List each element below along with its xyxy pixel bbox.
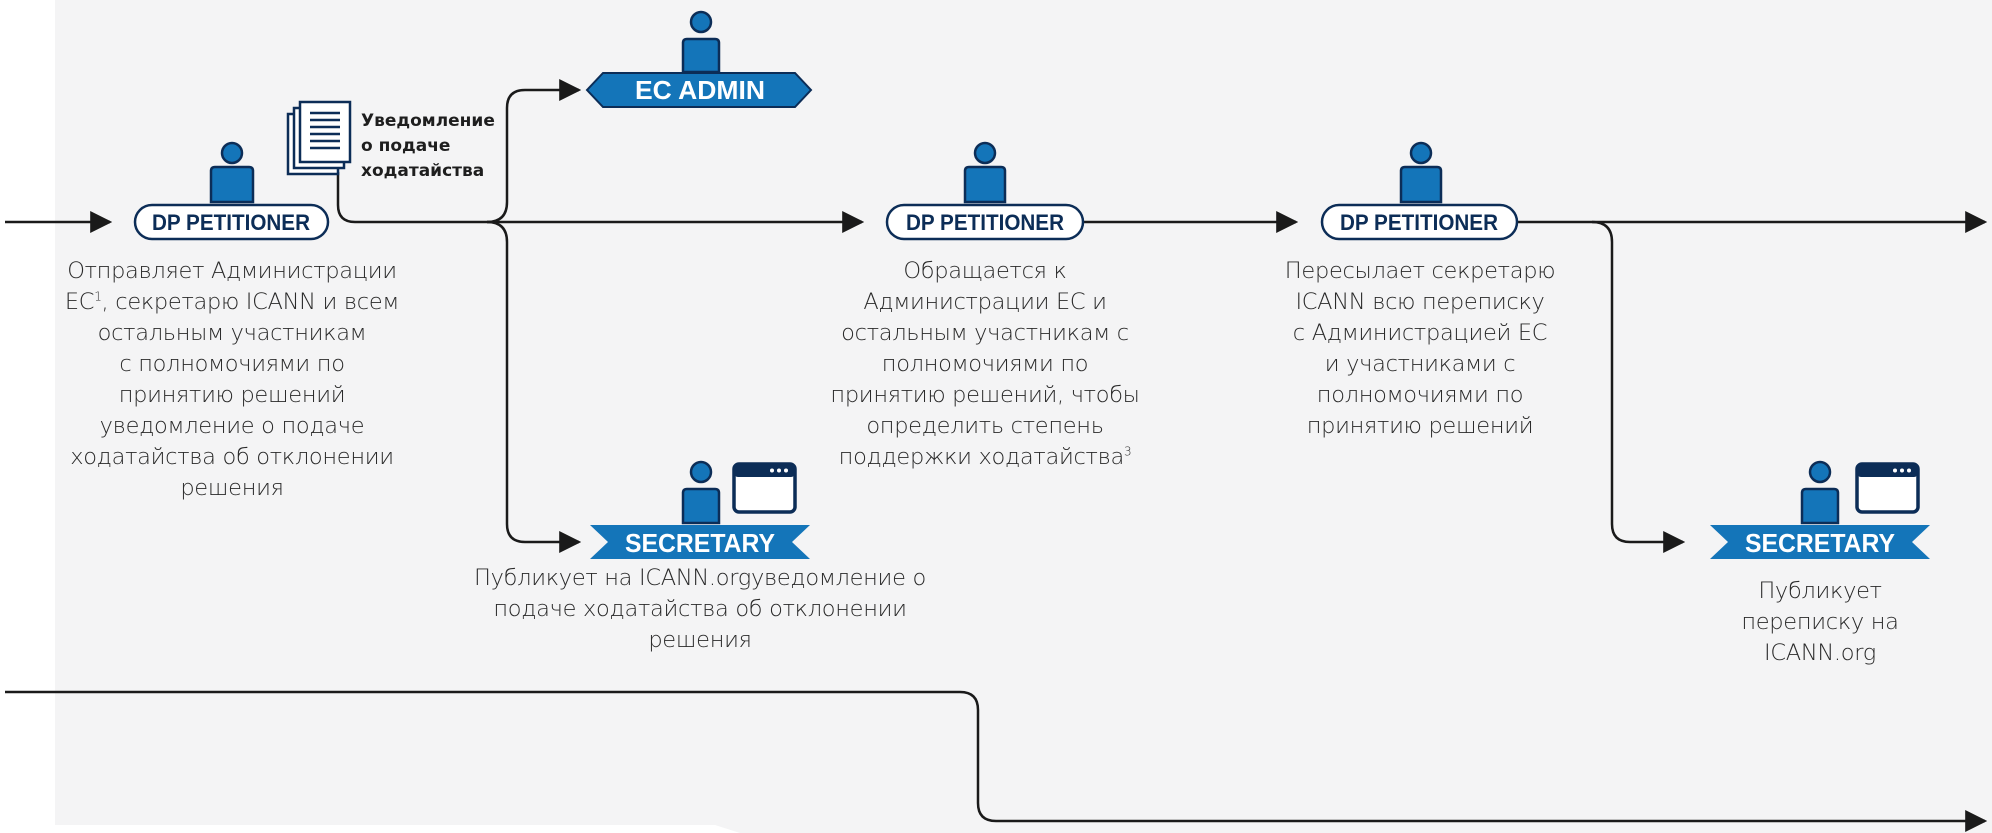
description-line: остальным участникам с bbox=[841, 320, 1129, 346]
ec-admin-node: EC ADMIN bbox=[585, 10, 813, 108]
footnote-marker: 1 bbox=[94, 289, 102, 304]
description-line: подаче ходатайства об отклонении bbox=[493, 596, 907, 622]
arrow-to-petitioner-2 bbox=[336, 172, 865, 233]
petitioner-label: DP PETITIONER bbox=[906, 210, 1064, 235]
description-text: поддержки ходатайства bbox=[838, 444, 1125, 470]
petitioner-badge bbox=[1320, 203, 1519, 241]
secretary-banner bbox=[590, 525, 810, 559]
petitioner-1-description: Отправляет Администрации EC1, секретарю … bbox=[52, 256, 412, 504]
ec-admin-banner bbox=[585, 72, 813, 108]
description-line: принятию решений bbox=[118, 382, 346, 408]
description-line: Администрации EC и bbox=[863, 289, 1107, 315]
description-line: принятию решений bbox=[1306, 413, 1534, 439]
arrow-to-secretary-1 bbox=[486, 220, 582, 553]
person-icon bbox=[681, 460, 721, 525]
bottom-return-line bbox=[5, 690, 1988, 832]
description-line: Пересылает секретарю bbox=[1284, 258, 1556, 284]
person-icon bbox=[1399, 141, 1443, 204]
description-line: полномочиями по bbox=[1316, 382, 1524, 408]
footnote-marker: 3 bbox=[1123, 444, 1132, 459]
secretary-2-description: Публикует переписку на ICANN.org bbox=[1715, 576, 1925, 669]
person-icon bbox=[1800, 460, 1840, 525]
description-line: решения bbox=[180, 475, 284, 501]
description-line: принятию решений, чтобы bbox=[830, 382, 1140, 408]
ec-admin-label: EC ADMIN bbox=[635, 75, 765, 105]
description-line: уведомление о подаче bbox=[99, 413, 365, 439]
description-line: с полномочиями по bbox=[119, 351, 345, 377]
secretary-label: SECRETARY bbox=[625, 528, 775, 558]
arrow-to-secretary-2 bbox=[1591, 220, 1686, 553]
description-line: с Администрацией EC bbox=[1292, 320, 1548, 346]
secretary-node-2: SECRETARY bbox=[1710, 460, 1930, 559]
description-line: Публикует bbox=[1758, 578, 1882, 604]
person-icon bbox=[681, 10, 721, 74]
arrow-to-ec-admin bbox=[486, 79, 582, 224]
description-line: Отправляет Администрации bbox=[67, 258, 397, 284]
document-label-line: Уведомление bbox=[361, 111, 495, 131]
description-line: остальным участникам bbox=[97, 320, 367, 346]
document-stack-icon bbox=[286, 100, 352, 176]
secretary-banner bbox=[1710, 525, 1930, 559]
description-line: поддержки ходатайства3 bbox=[810, 442, 1160, 473]
description-text: , секретарю ICANN и всем bbox=[101, 289, 400, 315]
petitioner-node-3: DP PETITIONER bbox=[1320, 141, 1519, 241]
description-line: определить степень bbox=[866, 413, 1104, 439]
description-text: EC bbox=[64, 289, 95, 315]
description-line: ICANN всю переписку bbox=[1295, 289, 1545, 315]
description-line: Публикует на ICANN.orgуведомление о bbox=[474, 565, 926, 591]
document-label-line: ходатайства bbox=[361, 161, 485, 181]
browser-window-icon bbox=[1855, 462, 1920, 514]
description-line: EC1, секретарю ICANN и всем bbox=[52, 287, 412, 318]
description-line: переписку на bbox=[1741, 609, 1899, 635]
description-line: решения bbox=[648, 627, 752, 653]
document-label-line: о подаче bbox=[361, 136, 451, 156]
petitioner-label: DP PETITIONER bbox=[1340, 210, 1498, 235]
description-line: ICANN.org bbox=[1764, 640, 1876, 666]
description-line: полномочиями по bbox=[881, 351, 1089, 377]
document-label: Уведомление о подаче ходатайства bbox=[361, 109, 511, 184]
petitioner-2-description: Обращается к Администрации EC и остальны… bbox=[810, 256, 1160, 473]
person-icon bbox=[209, 141, 255, 204]
petitioner-label: DP PETITIONER bbox=[152, 210, 310, 235]
petitioner-badge bbox=[133, 203, 330, 241]
description-line: Обращается к bbox=[903, 258, 1067, 284]
description-line: и участниками с bbox=[1324, 351, 1516, 377]
secretary-node-1: SECRETARY bbox=[590, 460, 810, 559]
petitioner-3-description: Пересылает секретарю ICANN всю переписку… bbox=[1260, 256, 1580, 442]
person-icon bbox=[963, 141, 1007, 204]
secretary-label: SECRETARY bbox=[1745, 528, 1895, 558]
petitioner-node-2: DP PETITIONER bbox=[885, 141, 1085, 241]
petitioner-node-1: DP PETITIONER bbox=[133, 141, 330, 241]
description-line: ходатайства об отклонении bbox=[70, 444, 394, 470]
browser-window-icon bbox=[732, 462, 797, 514]
petitioner-badge bbox=[885, 203, 1085, 241]
connector-lines bbox=[5, 79, 1988, 832]
secretary-1-description: Публикует на ICANN.orgуведомление о пода… bbox=[460, 563, 940, 656]
